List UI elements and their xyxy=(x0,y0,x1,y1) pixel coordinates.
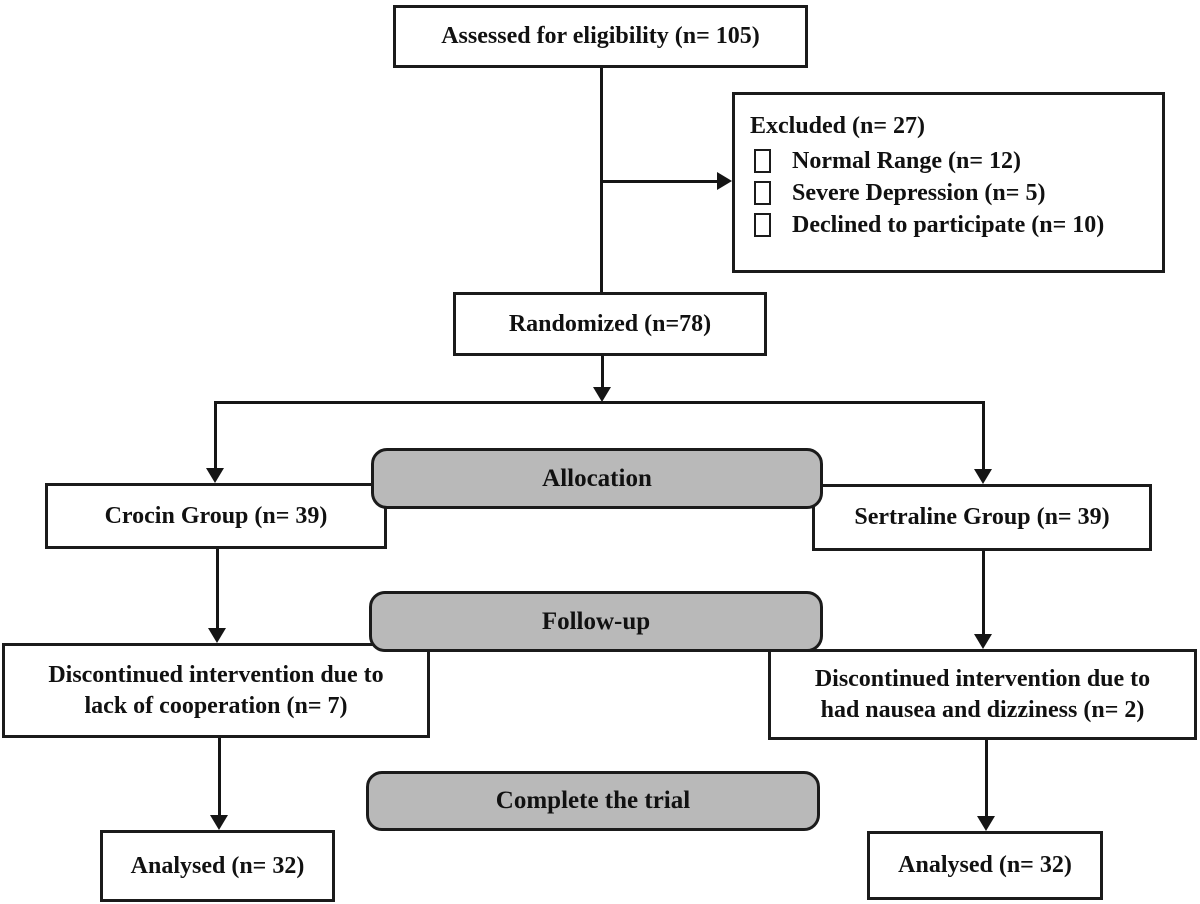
discontinued-left-line1: Discontinued intervention due to xyxy=(48,661,384,688)
assessed-eligibility-box: Assessed for eligibility (n= 105) xyxy=(393,5,808,68)
randomized-box: Randomized (n=78) xyxy=(453,292,767,356)
analysed-right-box: Analysed (n= 32) xyxy=(867,831,1103,900)
excluded-title: Excluded (n= 27) xyxy=(750,113,926,139)
connector-discontinued-to-analysed-right xyxy=(985,740,988,817)
excluded-item-label: Declined to participate (n= 10) xyxy=(792,212,1105,238)
connector-crocin-to-discontinued xyxy=(216,549,219,629)
arrowhead-branch-icon xyxy=(593,387,611,402)
assessed-eligibility-label: Assessed for eligibility (n= 105) xyxy=(441,23,760,49)
excluded-item: Normal Range (n= 12) xyxy=(750,145,1154,177)
arrowhead-analysed-right-icon xyxy=(977,816,995,831)
excluded-item-label: Severe Depression (n= 5) xyxy=(792,180,1046,206)
allocation-phase-label: Allocation xyxy=(542,464,652,492)
connector-randomized-to-branch xyxy=(601,356,604,390)
excluded-item-label: Normal Range (n= 12) xyxy=(792,148,1021,174)
allocation-phase-box: Allocation xyxy=(371,448,823,509)
branch-line xyxy=(214,401,985,404)
excluded-item: Declined to participate (n= 10) xyxy=(750,209,1154,241)
connector-discontinued-to-analysed-left xyxy=(218,738,221,816)
discontinued-left-box: Discontinued intervention due to lack of… xyxy=(2,643,430,738)
crocin-group-label: Crocin Group (n= 39) xyxy=(104,502,328,529)
discontinued-left-line2: lack of cooperation (n= 7) xyxy=(84,692,348,719)
arrowhead-excluded-icon xyxy=(717,172,732,190)
connector-to-excluded xyxy=(601,180,718,183)
followup-phase-label: Follow-up xyxy=(541,607,651,635)
analysed-left-box: Analysed (n= 32) xyxy=(100,830,335,902)
arrowhead-crocin-icon xyxy=(206,468,224,483)
analysed-right-label: Analysed (n= 32) xyxy=(898,852,1072,878)
followup-phase-box: Follow-up xyxy=(369,591,823,652)
connector-branch-to-crocin xyxy=(214,402,217,468)
hollow-box-bullet-icon xyxy=(754,149,771,173)
excluded-box: Excluded (n= 27) Normal Range (n= 12) Se… xyxy=(732,92,1165,273)
excluded-item: Severe Depression (n= 5) xyxy=(750,177,1154,209)
discontinued-right-line1: Discontinued intervention due to xyxy=(814,665,1151,692)
sertraline-group-label: Sertraline Group (n= 39) xyxy=(854,504,1110,530)
discontinued-right-line2: had nausea and dizziness (n= 2) xyxy=(820,696,1145,723)
arrowhead-sertraline-icon xyxy=(974,469,992,484)
arrowhead-discontinued-right-icon xyxy=(974,634,992,649)
sertraline-group-box: Sertraline Group (n= 39) xyxy=(812,484,1152,551)
discontinued-right-box: Discontinued intervention due to had nau… xyxy=(768,649,1197,740)
complete-phase-box: Complete the trial xyxy=(366,771,820,831)
hollow-box-bullet-icon xyxy=(754,213,771,237)
complete-phase-label: Complete the trial xyxy=(495,787,691,814)
crocin-group-box: Crocin Group (n= 39) xyxy=(45,483,387,549)
connector-branch-to-sertraline xyxy=(982,402,985,469)
arrowhead-discontinued-left-icon xyxy=(208,628,226,643)
analysed-left-label: Analysed (n= 32) xyxy=(130,852,305,879)
arrowhead-analysed-left-icon xyxy=(210,815,228,830)
connector-sertraline-to-discontinued xyxy=(982,551,985,635)
randomized-label: Randomized (n=78) xyxy=(508,310,712,337)
hollow-box-bullet-icon xyxy=(754,181,771,205)
